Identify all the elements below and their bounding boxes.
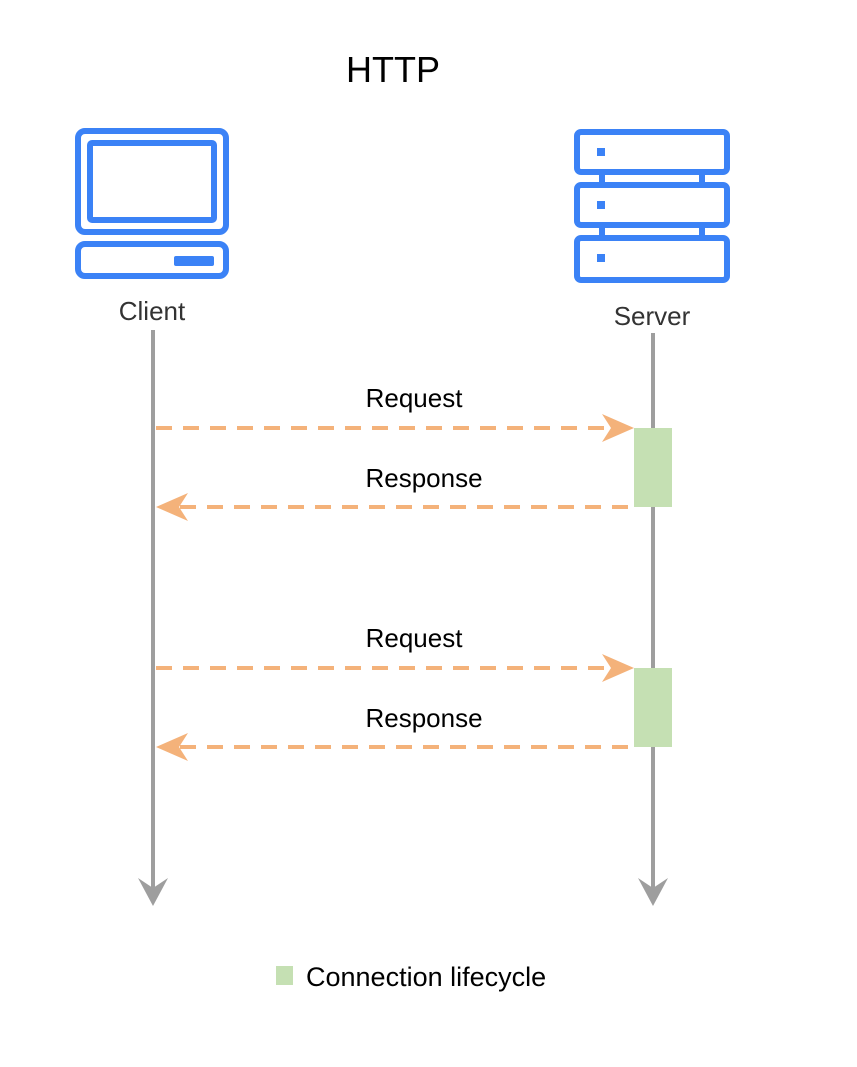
legend-swatch — [276, 966, 293, 985]
response-label: Response — [365, 463, 482, 493]
legend-label: Connection lifecycle — [306, 962, 546, 992]
server-rack-icon — [574, 129, 730, 283]
activation-bar — [634, 428, 672, 507]
request-label: Request — [366, 623, 464, 653]
legend: Connection lifecycle — [276, 962, 546, 992]
request-label: Request — [366, 383, 464, 413]
server-label: Server — [614, 301, 691, 331]
diagram-title: HTTP — [346, 49, 440, 90]
request-arrow — [156, 414, 634, 442]
request-arrow — [156, 654, 634, 682]
response-arrow — [156, 493, 634, 521]
client-lifeline — [138, 330, 168, 906]
response-arrow — [156, 733, 634, 761]
response-label: Response — [365, 703, 482, 733]
activation-bar — [634, 668, 672, 747]
server-lifeline — [638, 333, 668, 906]
desktop-computer-icon — [75, 128, 229, 279]
client-label: Client — [119, 296, 186, 326]
